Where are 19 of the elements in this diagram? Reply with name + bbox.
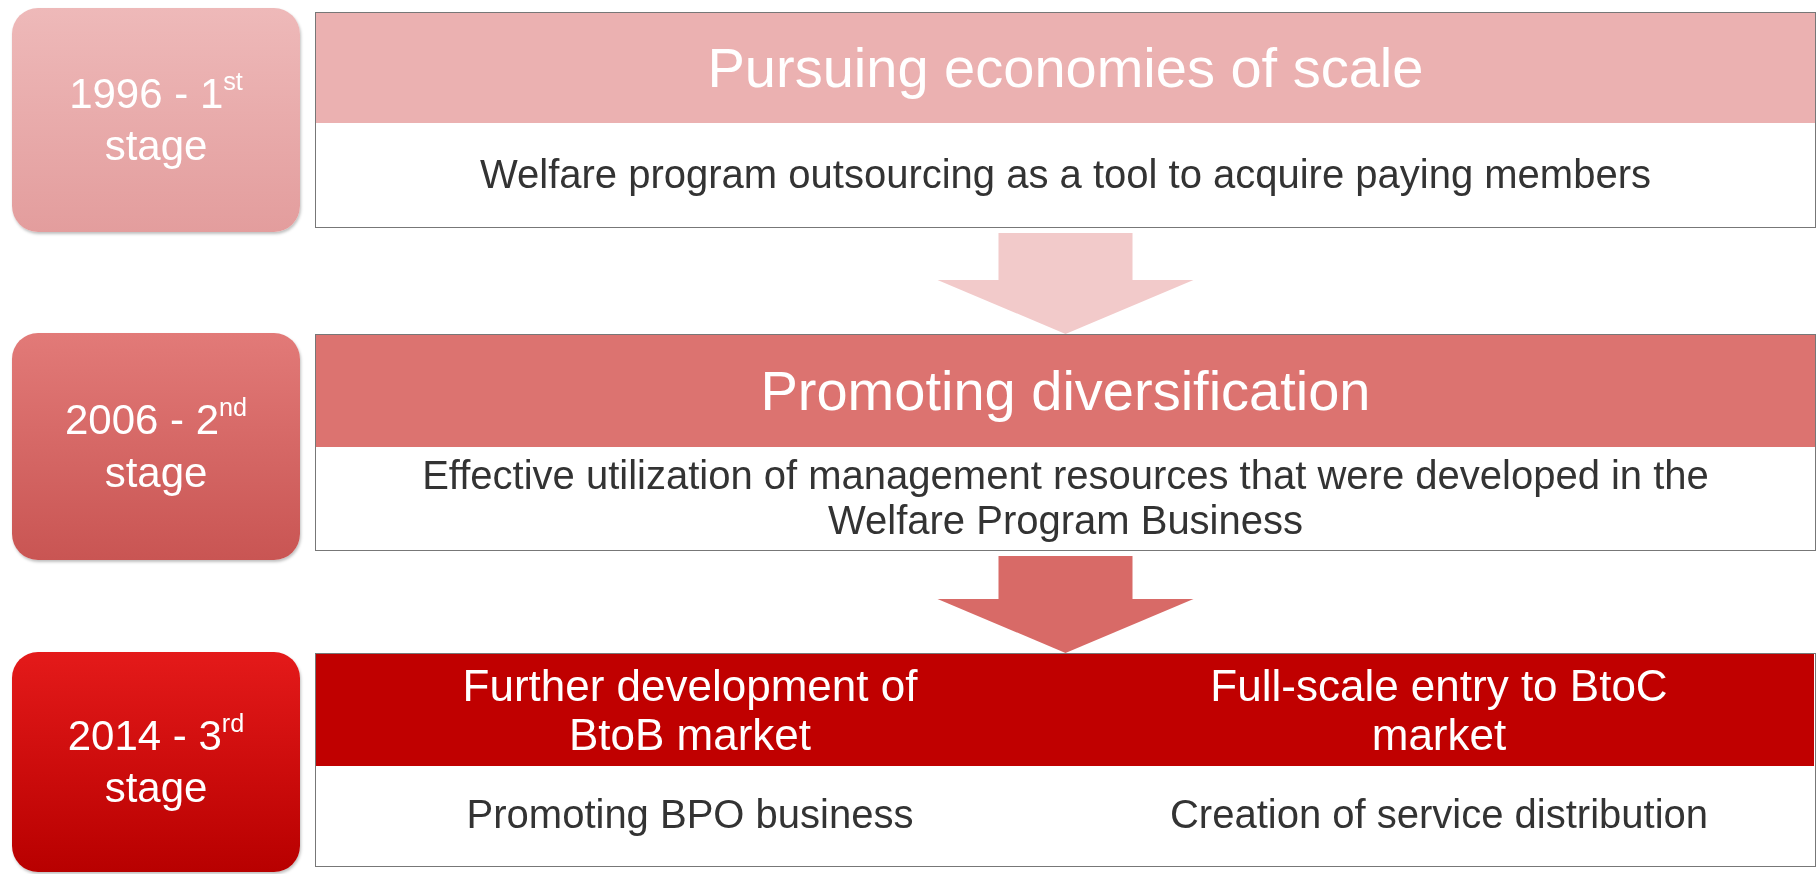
stage-description: Effective utilization of management resources that were developed in the Welfare Program Business (421, 452, 1710, 544)
stage-description: Promoting BPO business (465, 790, 915, 838)
stage-label: 1996 - 1$^{st}$ stage (68, 67, 244, 171)
stage-panel (315, 334, 1816, 551)
stage-description: Welfare program outsourcing as a tool to acquire paying members (479, 151, 1652, 199)
stage-heading: Pursuing economies of scale (316, 13, 1815, 123)
stage-description: Creation of service distribution (1169, 790, 1709, 838)
stage-badge (12, 333, 300, 560)
down-arrow (937, 233, 1194, 334)
stage-heading: Full-scale entry to BtoC market (1064, 654, 1814, 766)
frame (315, 653, 1816, 867)
stage-label: 2014 - 3$^{rd}$ stage (66, 709, 246, 813)
stage-heading: Further development of BtoB market (316, 654, 1064, 766)
stage-heading: Promoting diversification (316, 335, 1815, 447)
stage-badge (12, 652, 300, 872)
stage-badge (12, 8, 300, 232)
down-arrow (937, 556, 1194, 653)
stage-label: 2006 - 2$^{nd}$ stage (63, 394, 249, 498)
stage-panel (315, 12, 1816, 228)
